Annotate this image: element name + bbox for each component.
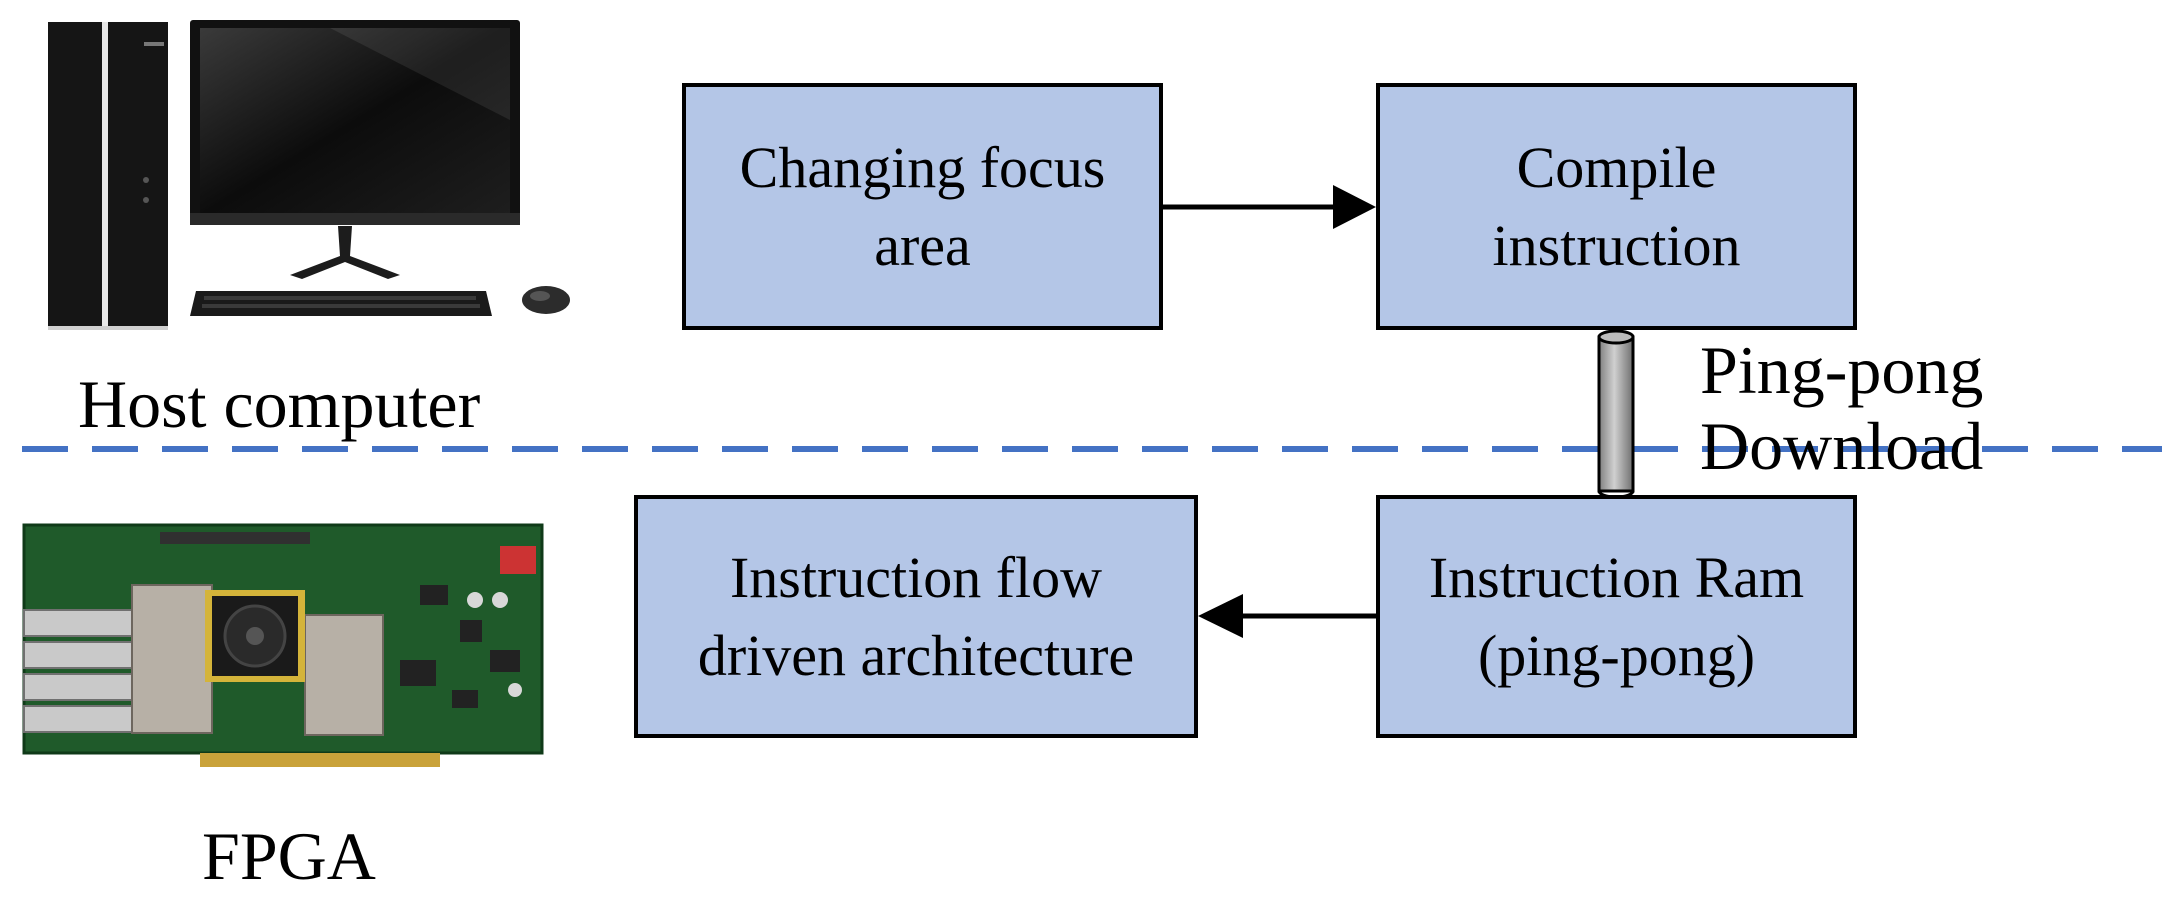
arrow-focus-to-compile (1163, 185, 1376, 229)
instruction-flow-box: Instruction flow driven architecture (634, 495, 1198, 738)
instruction-ram-box: Instruction Ram (ping-pong) (1376, 495, 1857, 738)
host-computer-label: Host computer (78, 366, 481, 442)
changing-focus-area-text: Changing focus area (739, 135, 1106, 278)
compile-instruction-box: Compile instruction (1376, 83, 1857, 330)
ping-pong-download-pipe (1597, 329, 1635, 499)
compile-instruction-text: Compile instruction (1492, 135, 1741, 278)
instruction-flow-text: Instruction flow driven architecture (697, 545, 1135, 688)
changing-focus-area-box: Changing focus area (682, 83, 1163, 330)
fpga-label: FPGA (202, 818, 376, 894)
instruction-ram-text: Instruction Ram (ping-pong) (1428, 545, 1805, 688)
fpga-board-icon (22, 523, 544, 767)
arrow-ram-to-flow (1198, 594, 1377, 638)
ping-pong-download-label: Ping-pong Download (1700, 332, 1984, 485)
desktop-computer-icon (48, 20, 570, 330)
